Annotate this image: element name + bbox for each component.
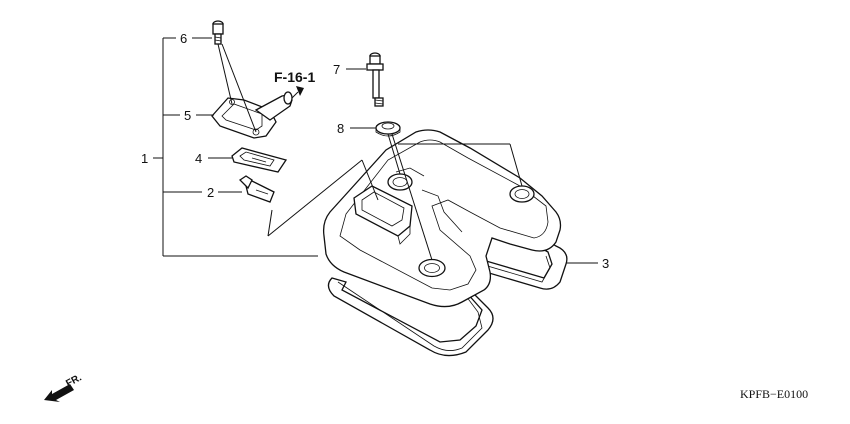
callout-1: 1 xyxy=(141,151,148,166)
front-direction-label: FR. xyxy=(64,372,84,389)
diagram-code: KPFB−E0100 xyxy=(740,387,808,401)
arrow-down-left-icon xyxy=(44,384,74,402)
breather-valve xyxy=(238,175,275,203)
callout-7: 7 xyxy=(333,62,340,77)
callout-5: 5 xyxy=(184,108,191,123)
reference-label: F-16-1 xyxy=(274,69,315,85)
bolt-6 xyxy=(212,20,224,45)
breather-cover xyxy=(211,91,293,139)
cylinder-head-cover xyxy=(322,129,562,308)
assembly-bracket xyxy=(153,37,318,257)
separator-plate xyxy=(231,147,288,173)
callout-2: 2 xyxy=(207,185,214,200)
callout-4: 4 xyxy=(195,151,202,166)
callout-3: 3 xyxy=(602,256,609,271)
head-cover-gasket xyxy=(327,235,568,357)
seal-washer-8 xyxy=(375,121,401,137)
reference-pointer xyxy=(291,86,304,99)
callout-6: 6 xyxy=(180,31,187,46)
callout-8: 8 xyxy=(337,121,344,136)
bolt-7 xyxy=(366,52,384,107)
